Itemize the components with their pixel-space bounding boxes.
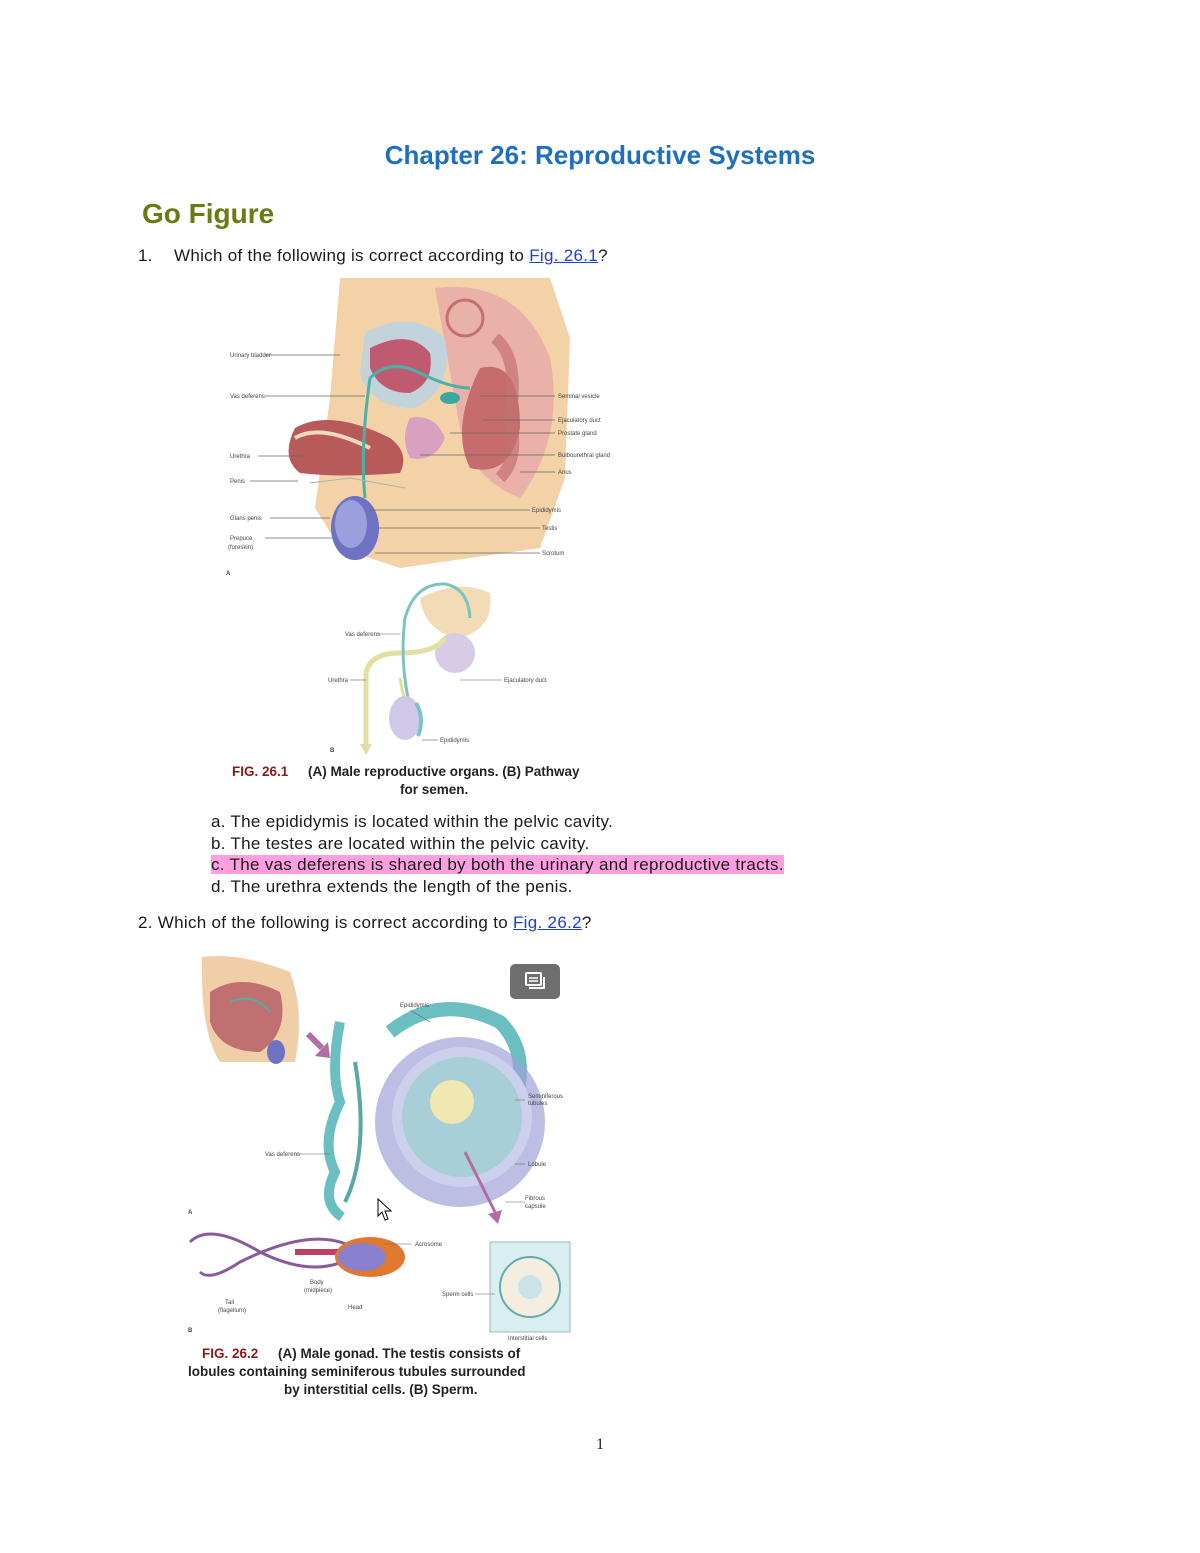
label-foreskin: (foreskin) xyxy=(228,545,253,551)
fig-26-1-caption-label: FIG. 26.1 xyxy=(232,764,289,779)
panel-b-label: B xyxy=(330,748,335,754)
chapter-title: Chapter 26: Reproductive Systems xyxy=(384,140,816,170)
section-title: Go Figure xyxy=(142,198,275,229)
option-b: b. The testes are located within the pel… xyxy=(211,833,590,853)
label-tail: Tail xyxy=(225,1300,234,1306)
fig-26-1-panel-b-illustration xyxy=(360,582,491,755)
label-bulbourethral-gland: Bulbourethral gland xyxy=(558,453,610,459)
fig-26-1-panel-a-illustration xyxy=(288,278,570,568)
label-scrotum: Scrotum xyxy=(542,551,564,557)
fig-26-1-leader-lines xyxy=(250,354,555,554)
label-acrosome: Acrosome xyxy=(415,1242,443,1248)
label-body: Body xyxy=(310,1280,324,1286)
fig-26-2-testis-illustration xyxy=(323,1002,545,1224)
question-1-options: a. The epididymis is located within the … xyxy=(211,811,784,897)
question-2-end: ? xyxy=(581,913,592,932)
panel-b-label-2: B xyxy=(188,1328,193,1334)
label-vas-deferens: Vas deferens xyxy=(230,394,265,400)
label-penis: Penis xyxy=(230,479,245,485)
figure-26-2: Epididymis Seminiferous tubules Vas defe… xyxy=(188,956,571,1397)
figure-26-1: Urinary bladder Vas deferens Urethra Pen… xyxy=(226,278,610,797)
fig-26-2-caption-label: FIG. 26.2 xyxy=(202,1346,258,1361)
label-prostate-gland: Prostate gland xyxy=(558,431,597,437)
label-glans-penis: Glans penis xyxy=(230,516,262,522)
mouse-cursor-icon xyxy=(377,1198,393,1221)
label-head: Head xyxy=(348,1305,362,1311)
question-2-text: 2. Which of the following is correct acc… xyxy=(138,913,513,932)
fig-26-1-caption-line2: for semen. xyxy=(400,782,468,797)
fig-26-1-caption-line1: (A) Male reproductive organs. (B) Pathwa… xyxy=(308,764,580,779)
media-viewer-button[interactable] xyxy=(510,964,560,999)
label-anus: Anus xyxy=(558,470,572,476)
panel-a-label: A xyxy=(226,571,231,577)
option-a: a. The epididymis is located within the … xyxy=(211,812,614,831)
label-b-urethra: Urethra xyxy=(328,678,349,684)
fig-26-2-link[interactable]: Fig. 26.2 xyxy=(513,913,582,932)
label-capsule: capsule xyxy=(525,1204,546,1210)
question-2: 2. Which of the following is correct acc… xyxy=(138,913,592,933)
fig-26-1-link[interactable]: Fig. 26.1 xyxy=(529,246,599,265)
label-prepuce: Prepuce xyxy=(230,536,253,542)
question-1-number: 1. xyxy=(138,246,153,265)
label-epididymis-2: Epididymis xyxy=(400,1003,429,1009)
label-vas-deferens-2: Vas deferens xyxy=(265,1152,300,1158)
page-number: 1 xyxy=(596,1436,604,1453)
option-d: d. The urethra extends the length of the… xyxy=(211,876,573,896)
label-interstitial-cells: Interstitial cells xyxy=(508,1336,547,1342)
question-1-end: ? xyxy=(598,246,608,265)
label-testis: Testis xyxy=(542,526,557,532)
fig-26-2-caption-line2: lobules containing seminiferous tubules … xyxy=(188,1364,526,1379)
label-flagellum: (flagellum) xyxy=(218,1308,246,1314)
label-sperm-cells: Sperm cells xyxy=(442,1292,473,1298)
option-c-highlighted: c. The vas deferens is shared by both th… xyxy=(211,855,784,874)
panel-a-label-2: A xyxy=(188,1210,193,1216)
label-b-ejaculatory-duct: Ejaculatory duct xyxy=(504,678,547,684)
label-b-epididymis: Epididymis xyxy=(440,738,469,744)
label-lobule: Lobule xyxy=(528,1162,547,1168)
question-1: 1. Which of the following is correct acco… xyxy=(138,246,608,266)
label-ejaculatory-duct: Ejaculatory duct xyxy=(558,418,601,424)
label-epididymis: Epididymis xyxy=(532,508,561,514)
label-seminal-vesicle: Seminal vesicle xyxy=(558,394,600,400)
fig-26-2-inset-illustration xyxy=(201,956,330,1064)
label-b-vas-deferens: Vas deferens xyxy=(345,632,380,638)
label-urethra: Urethra xyxy=(230,454,251,460)
fig-26-2-caption-line3: by interstitial cells. (B) Sperm. xyxy=(284,1382,478,1397)
fig-26-2-caption-line1: (A) Male gonad. The testis consists of xyxy=(278,1346,521,1361)
label-seminiferous: Seminiferous xyxy=(528,1094,563,1100)
label-urinary-bladder: Urinary bladder xyxy=(230,353,271,359)
fig-26-2-sperm-illustration xyxy=(188,1232,405,1277)
label-fibrous: Fibrous xyxy=(525,1196,545,1202)
media-viewer-icon xyxy=(525,972,545,989)
label-tubules: tubules xyxy=(528,1101,547,1107)
option-c: c. The vas deferens is shared by both th… xyxy=(211,854,784,876)
question-1-text: Which of the following is correct accord… xyxy=(174,246,530,265)
label-midpiece: (midpiece) xyxy=(304,1288,332,1294)
